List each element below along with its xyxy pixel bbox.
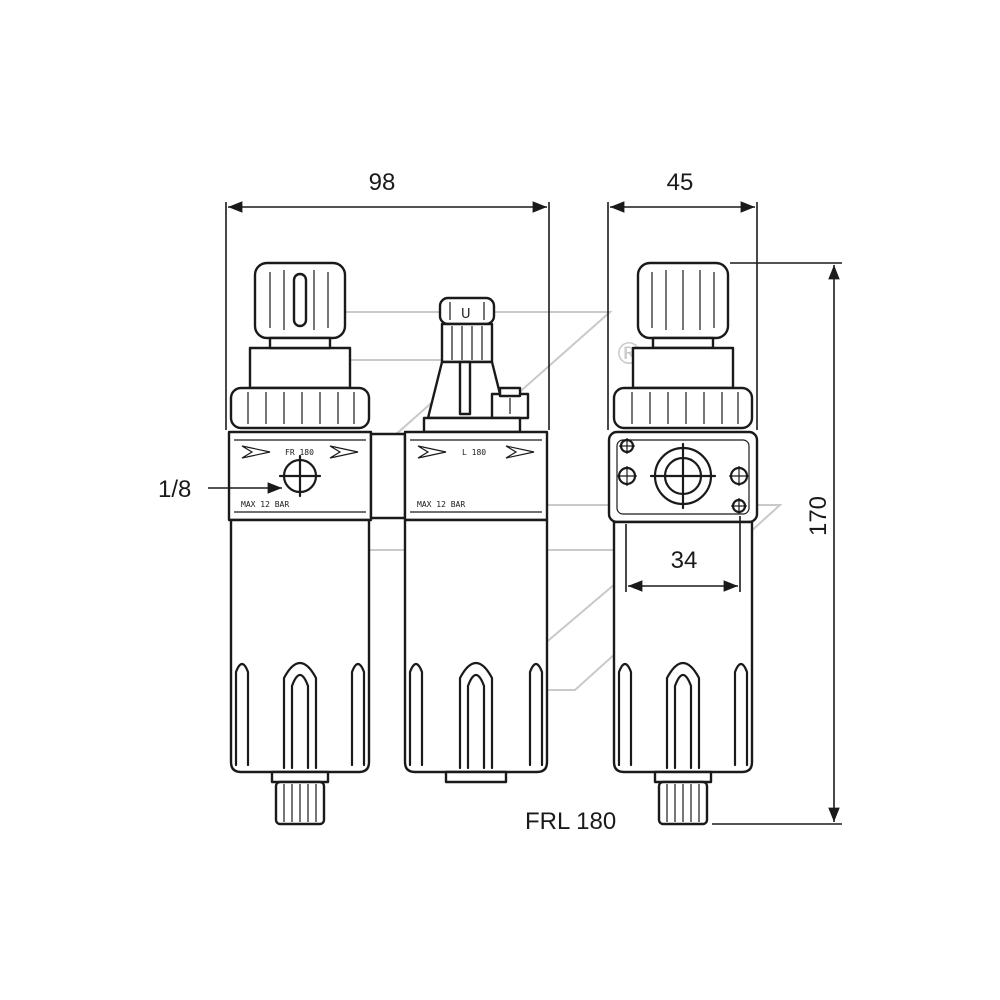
bowl-guard-ribs: [234, 661, 366, 770]
overall-height-value: 170: [805, 496, 832, 536]
fr-max-pressure-label: MAX 12 BAR: [241, 500, 289, 509]
port-spacing-value: 34: [671, 547, 698, 574]
dimension-34: 34: [625, 516, 741, 592]
dimension-45: 45: [607, 169, 758, 430]
l-max-pressure-label: MAX 12 BAR: [417, 500, 465, 509]
dimension-170: 170: [712, 262, 842, 825]
mounting-holes: [617, 438, 749, 514]
lubricator-bowl-ribs: [408, 661, 544, 770]
side-width-value: 45: [667, 169, 694, 196]
overall-width-value: 98: [369, 169, 396, 196]
oil-cap-mark: U: [461, 307, 471, 322]
gauge-port: [278, 454, 322, 498]
lubricator-unit: U L 180 MAX 12 BAR: [403, 296, 549, 784]
product-code: FRL 180: [525, 808, 616, 835]
side-port: [649, 442, 717, 510]
fr-model-label: FR 180: [285, 448, 314, 457]
filter-regulator-unit: FR 180 MAX 12 BAR: [227, 261, 373, 826]
side-bowl-ribs: [617, 661, 749, 770]
port-size-callout: 1/8: [158, 476, 282, 503]
port-size-value: 1/8: [158, 476, 191, 503]
l-model-label: L 180: [462, 448, 486, 457]
dimension-98: 98: [225, 169, 550, 430]
